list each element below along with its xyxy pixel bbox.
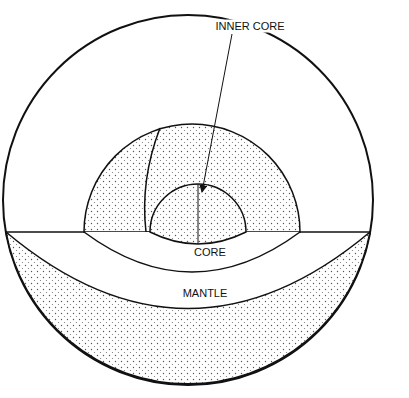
cut-line [198, 184, 199, 244]
inner-core [150, 184, 246, 244]
mantle-shell [6, 232, 370, 384]
leader-line [202, 34, 232, 192]
layer-label: CORE [192, 246, 228, 259]
cut-line [300, 231, 370, 233]
cut-line [6, 231, 84, 233]
earth-sphere [3, 15, 373, 385]
layer-label: MANTLE [181, 287, 230, 300]
layer-label: INNER CORE [213, 20, 286, 33]
